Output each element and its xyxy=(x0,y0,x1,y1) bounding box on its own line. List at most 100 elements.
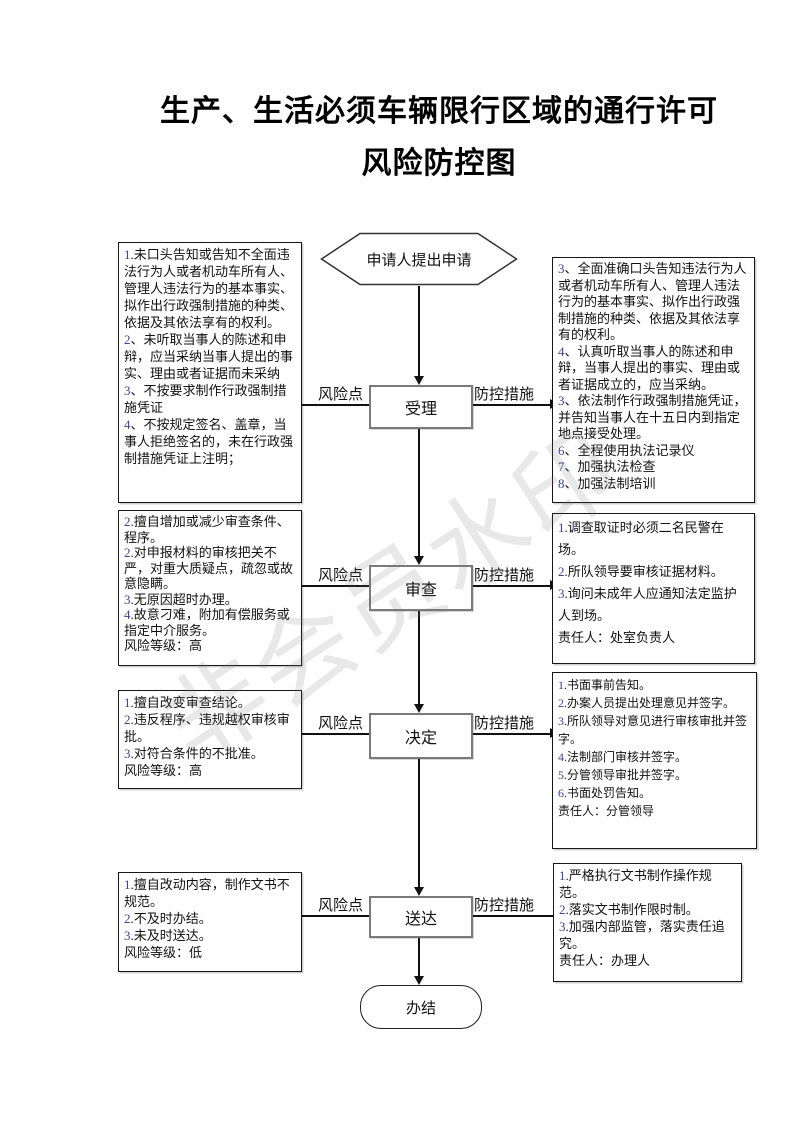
text-line: 3.未及时送达。 xyxy=(124,928,212,943)
item-number: 1 xyxy=(558,520,565,535)
text-line: 3、不按要求制作行政强制措施凭证 xyxy=(124,383,287,415)
flow-end-label: 办结 xyxy=(405,1000,436,1017)
item-number: 2 xyxy=(558,564,565,579)
step-node-shencha: 审查 xyxy=(369,565,473,611)
control-box-songda: 1.严格执行文书制作操作规范。2.落实文书制作限时制。3.加强内部监管，落实责任… xyxy=(553,863,742,982)
text-line: 3、依法制作行政强制措施凭证，并告知当事人在十五日内到指定地点接受处理。 xyxy=(558,393,747,441)
item-number: 3 xyxy=(124,383,131,398)
connector-jueding-to-songda xyxy=(413,755,424,896)
flow-end-node: 办结 xyxy=(360,985,482,1029)
title-line-2: 风险防控图 xyxy=(361,147,517,180)
step-node-shouli: 受理 xyxy=(369,385,473,429)
text-line: 责任人：分管领导 xyxy=(558,804,655,818)
control-box-shouli: 3、全面准确口头告知违法行为人或者机动车所有人、管理人违法行为的基本事实、拟作出… xyxy=(552,257,755,503)
item-number: 1 xyxy=(559,868,566,883)
risk-point-label-4: 风险点 xyxy=(318,898,364,914)
text-line: 责任人：处室负责人 xyxy=(558,630,676,645)
control-measures-label-3: 防控措施 xyxy=(474,716,535,732)
text-line: 2.对申报材料的审核把关不严，对重大质疑点，疏忽或故意隐瞒。 xyxy=(124,545,294,591)
connector-shencha-to-jueding xyxy=(413,607,424,713)
arrowhead-down-icon xyxy=(413,976,424,985)
flow-start-label: 申请人提出申请 xyxy=(366,252,472,269)
text-line: 3、全面准确口头告知违法行为人或者机动车所有人、管理人违法行为的基本事实、拟作出… xyxy=(558,261,747,342)
text-line: 5.分管领导审批并签字。 xyxy=(558,768,688,782)
step-node-jueding: 决定 xyxy=(369,713,473,759)
text-line: 2、未听取当事人的陈述和申辩，应当采纳当事人提出的事实、理由或者证据而未采纳 xyxy=(124,332,294,381)
risk-point-label-2: 风险点 xyxy=(318,568,364,584)
control-measures-label-4: 防控措施 xyxy=(474,898,535,914)
arrow-to-risk-4 xyxy=(283,909,369,920)
text-line: 2.违反程序、违规越权审核审批。 xyxy=(124,712,290,744)
item-number: 3 xyxy=(558,261,565,276)
arrow-to-risk-1 xyxy=(283,398,369,409)
text-line: 风险等级：高 xyxy=(124,638,203,653)
text-line: 2.办案人员提出处理意见并签字。 xyxy=(558,696,736,710)
item-number: 3 xyxy=(558,714,564,728)
text-line: 6.书面处罚告知。 xyxy=(558,786,652,800)
connector-shouli-to-shencha xyxy=(413,425,424,565)
step-label-songda: 送达 xyxy=(404,911,437,928)
text-line: 风险等级：低 xyxy=(124,945,203,960)
item-number: 4 xyxy=(124,417,131,432)
item-number: 6 xyxy=(558,786,564,800)
item-number: 4 xyxy=(124,607,131,622)
text-line: 1.擅自改动内容，制作文书不规范。 xyxy=(124,877,290,909)
text-line: 8、加强法制培训 xyxy=(558,475,656,491)
item-number: 6 xyxy=(558,442,565,458)
control-box-jueding: 1.书面事前告知。2.办案人员提出处理意见并签字。3.所队领导对意见进行审核审批… xyxy=(552,672,757,849)
arrow-to-control-2 xyxy=(469,579,559,590)
item-number: 8 xyxy=(558,475,565,491)
arrowhead-down-icon xyxy=(413,704,424,713)
text-line: 2.擅自增加或减少审查条件、程序。 xyxy=(124,514,290,545)
item-number: 1 xyxy=(558,678,564,692)
item-number: 3 xyxy=(124,928,131,943)
title-line-1: 生产、生活必须车辆限行区域的通行许可 xyxy=(160,95,718,128)
step-label-shencha: 审查 xyxy=(404,582,437,599)
text-line: 4、认真听取当事人的陈述和申辩，当事人提出的事实、理由或者证据成立的，应当采纳。 xyxy=(558,343,741,392)
text-line: 1.未口头告知或告知不全面违法行为人或者机动车所有人、管理人违法行为的基本事实、… xyxy=(124,247,294,330)
step-node-songda: 送达 xyxy=(369,896,473,938)
hexagon-shape xyxy=(320,232,518,286)
arrow-to-control-1 xyxy=(469,398,559,409)
text-line: 2.不及时办结。 xyxy=(124,911,212,926)
item-number: 2 xyxy=(124,332,131,347)
control-measures-label-1: 防控措施 xyxy=(474,387,535,403)
text-line: 1.擅自改变审查结论。 xyxy=(124,695,251,710)
text-line: 责任人：办理人 xyxy=(559,953,651,968)
text-line: 4.故意刁难，附加有偿服务或指定中介服务。 xyxy=(124,607,290,638)
arrow-to-control-4 xyxy=(469,909,562,920)
text-line: 1.书面事前告知。 xyxy=(558,678,652,692)
item-number: 2 xyxy=(124,514,131,529)
arrow-to-risk-2 xyxy=(283,579,369,590)
connector-songda-to-end xyxy=(413,934,424,985)
arrowhead-down-icon xyxy=(413,376,424,385)
item-number: 3 xyxy=(124,591,131,607)
text-line: 3.对符合条件的不批准。 xyxy=(124,746,264,761)
item-number: 4 xyxy=(558,343,565,359)
text-line: 1.调查取证时必须二名民警在场。 xyxy=(558,520,724,557)
item-number: 3 xyxy=(558,586,565,601)
text-line: 1.严格执行文书制作操作规范。 xyxy=(559,868,712,900)
risk-point-label-1: 风险点 xyxy=(318,387,364,403)
flow-start-node: 申请人提出申请 xyxy=(320,232,518,286)
item-number: 1 xyxy=(124,247,131,262)
item-number: 3 xyxy=(124,746,131,761)
item-number: 2 xyxy=(124,545,131,560)
item-number: 5 xyxy=(558,768,564,782)
arrowhead-down-icon xyxy=(413,887,424,896)
item-number: 2 xyxy=(124,911,131,926)
text-line: 4、不按规定签名、盖章，当事人拒绝签名的，未在行政强制措施凭证上注明； xyxy=(124,417,294,466)
connector-start-to-shouli xyxy=(413,286,424,385)
control-box-shencha: 1.调查取证时必须二名民警在场。2.所队领导要审核证据材料。3.询问未成年人应通… xyxy=(552,513,755,664)
control-measures-label-2: 防控措施 xyxy=(474,568,535,584)
item-number: 1 xyxy=(124,877,131,892)
text-line: 风险等级：高 xyxy=(124,763,203,778)
page-title: 生产、生活必须车辆限行区域的通行许可 风险防控图 xyxy=(84,86,794,190)
risk-box-shouli: 1.未口头告知或告知不全面违法行为人或者机动车所有人、管理人违法行为的基本事实、… xyxy=(118,242,302,503)
text-line: 3.加强内部监管，落实责任追究。 xyxy=(559,919,725,951)
item-number: 2 xyxy=(559,902,566,917)
text-line: 3.无原因超时办理。 xyxy=(124,591,238,607)
text-line: 3.询问未成年人应通知法定监护人到场。 xyxy=(558,586,737,623)
arrow-to-risk-3 xyxy=(283,727,369,738)
arrowhead-down-icon xyxy=(413,556,424,565)
